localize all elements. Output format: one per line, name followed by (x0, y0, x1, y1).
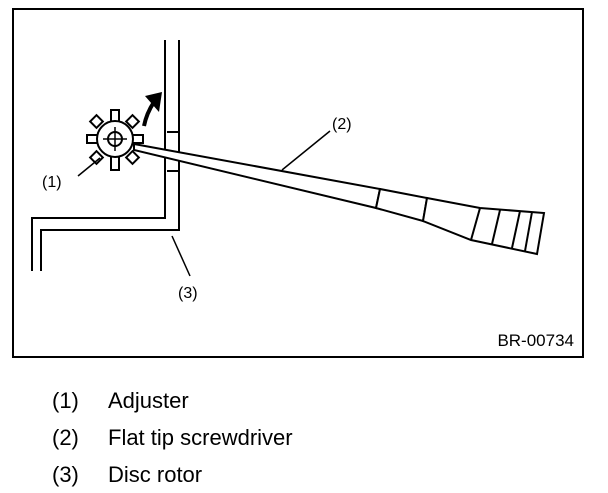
figure-code: BR-00734 (497, 331, 574, 350)
legend-item: (3) Disc rotor (52, 456, 293, 493)
legend-label: Disc rotor (108, 461, 203, 487)
disc-rotor-outline (31, 40, 180, 271)
rotation-arrow-icon (142, 92, 162, 127)
callout-2: (2) (332, 116, 352, 133)
parts-legend: (1) Adjuster (2) Flat tip screwdriver (3… (52, 382, 293, 493)
legend-number: (2) (52, 424, 79, 450)
legend-item: (1) Adjuster (52, 382, 293, 419)
callout-1: (1) (42, 174, 62, 191)
leader-lines (77, 130, 331, 277)
brake-adjuster-diagram: (1) (2) (3) BR-00734 (12, 8, 584, 358)
flat-tip-screwdriver (133, 142, 546, 256)
adjuster-star-wheel (86, 109, 144, 171)
legend-label: Adjuster (108, 387, 189, 413)
diagram-frame: (1) (2) (3) BR-00734 (12, 8, 584, 358)
legend-number: (1) (52, 387, 79, 413)
legend-item: (2) Flat tip screwdriver (52, 419, 293, 456)
callout-3: (3) (178, 285, 198, 302)
legend-label: Flat tip screwdriver (108, 424, 293, 450)
legend-number: (3) (52, 461, 79, 487)
